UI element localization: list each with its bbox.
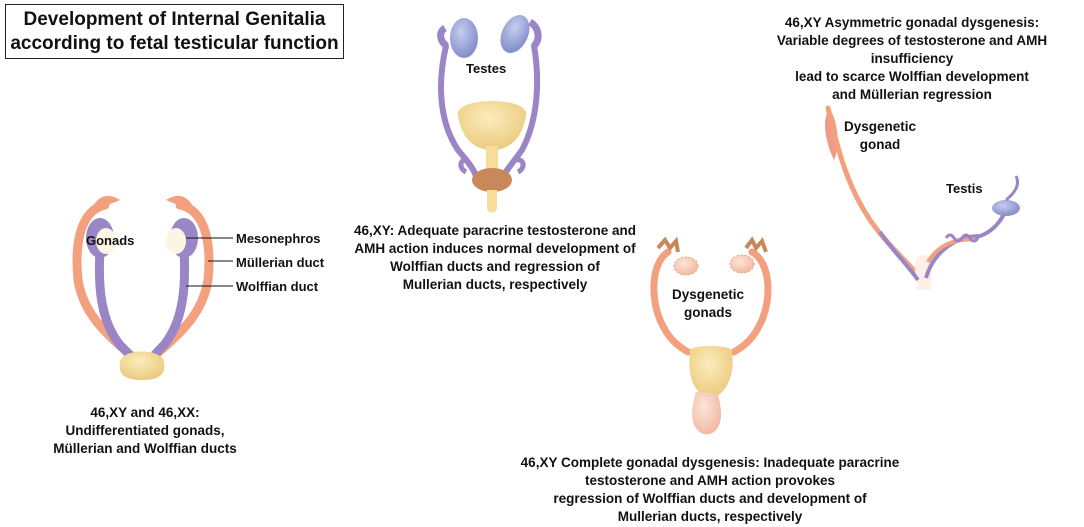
prostatic-urethra (486, 146, 498, 170)
uterine-remnant (914, 255, 933, 290)
fallopian-tube-left (650, 248, 692, 356)
bladder (457, 101, 527, 150)
undifferentiated-ducts-illustration (72, 195, 233, 380)
caption-line: and Müllerian regression (832, 87, 992, 102)
caption-line: Variable degrees of testosterone and AMH… (776, 33, 1048, 66)
caption-normal-xy: 46,XY: Adequate paracrine testosterone a… (350, 222, 640, 294)
label-line: Dysgenetic (671, 287, 745, 302)
title-line-2: according to fetal testicular function (10, 32, 339, 54)
gonad-right (166, 228, 186, 254)
caption-line: Wolffian ducts and regression of (390, 259, 600, 274)
coiled-duct (944, 233, 980, 243)
fimbriae-left (656, 236, 680, 253)
caption-undifferentiated: 46,XY and 46,XX: Undifferentiated gonads… (40, 404, 250, 458)
caption-line: Mullerian ducts, respectively (617, 509, 803, 524)
label-line: gonad (859, 137, 901, 152)
gonad-left (96, 228, 116, 254)
urogenital-sinus (119, 351, 165, 380)
testis-right (500, 15, 530, 53)
label-testes: Testes (466, 61, 507, 76)
wolffian-remnant-left (878, 230, 920, 282)
mullerian-funnel-left (92, 195, 120, 208)
asymmetric-dysgenesis-illustration (825, 105, 1020, 290)
normal-xy-illustration (437, 15, 542, 213)
testis-left (450, 18, 478, 58)
label-wolffian-duct: Wolffian duct (236, 279, 319, 294)
streak-gonad-right (729, 254, 755, 274)
seminal-vesicle-right (515, 157, 526, 175)
fallopian-tube-right (730, 248, 772, 356)
mullerian-funnel-right (166, 195, 194, 208)
label-gonads: Gonads (86, 233, 135, 248)
label-testis: Testis (946, 181, 983, 196)
caption-line: Müllerian and Wolffian ducts (53, 441, 237, 456)
seminal-vesicle-left (458, 157, 469, 175)
label-mullerian-duct: Müllerian duct (236, 255, 325, 270)
fimbriae-right (744, 236, 768, 253)
testis-asymmetric (992, 200, 1020, 216)
label-line: gonads (683, 305, 732, 320)
caption-line: 46,XY Asymmetric gonadal dysgenesis: (784, 15, 1040, 30)
caption-line: Mullerian ducts, respectively (402, 277, 588, 292)
caption-line: Undifferentiated gonads, (65, 423, 225, 438)
caption-asymmetric-dysgenesis: 46,XY Asymmetric gonadal dysgenesis: Var… (744, 14, 1080, 104)
complete-dysgenesis-illustration (650, 236, 772, 435)
label-dysgenetic-gonads: Dysgenetic gonads (668, 286, 748, 322)
caption-line: AMH action induces normal development of (354, 241, 636, 256)
figure-title: Development of Internal Genitalia accord… (5, 4, 344, 59)
spermatic-cord (1005, 175, 1020, 202)
label-dysgenetic-gonad: Dysgenetic gonad (840, 118, 920, 154)
prostate (472, 168, 512, 192)
caption-line: 46,XY: Adequate paracrine testosterone a… (353, 223, 637, 238)
streak-gonad-left (673, 256, 699, 276)
uterus (689, 346, 733, 398)
vas-deferens-right (501, 43, 541, 179)
wolffian-duct-left (94, 245, 145, 375)
caption-line: testosterone and AMH action provokes (584, 473, 836, 488)
urethra (487, 190, 497, 213)
vas-deferens-left (438, 43, 479, 179)
epididymis-right (527, 19, 542, 49)
label-line: Dysgenetic (843, 119, 917, 134)
caption-line: regression of Wolffian ducts and develop… (553, 491, 867, 506)
caption-line: lead to scarce Wolffian development (795, 69, 1029, 84)
label-mesonephros: Mesonephros (236, 231, 321, 246)
caption-complete-dysgenesis: 46,XY Complete gonadal dysgenesis: Inade… (500, 454, 920, 526)
vagina (692, 392, 722, 435)
streak-gonad (825, 110, 838, 160)
title-line-1: Development of Internal Genitalia (23, 8, 326, 30)
vas-deferens-asymmetric (924, 213, 1006, 279)
caption-line: 46,XY Complete gonadal dysgenesis: Inade… (520, 455, 900, 470)
caption-line: 46,XY and 46,XX: (90, 405, 200, 420)
